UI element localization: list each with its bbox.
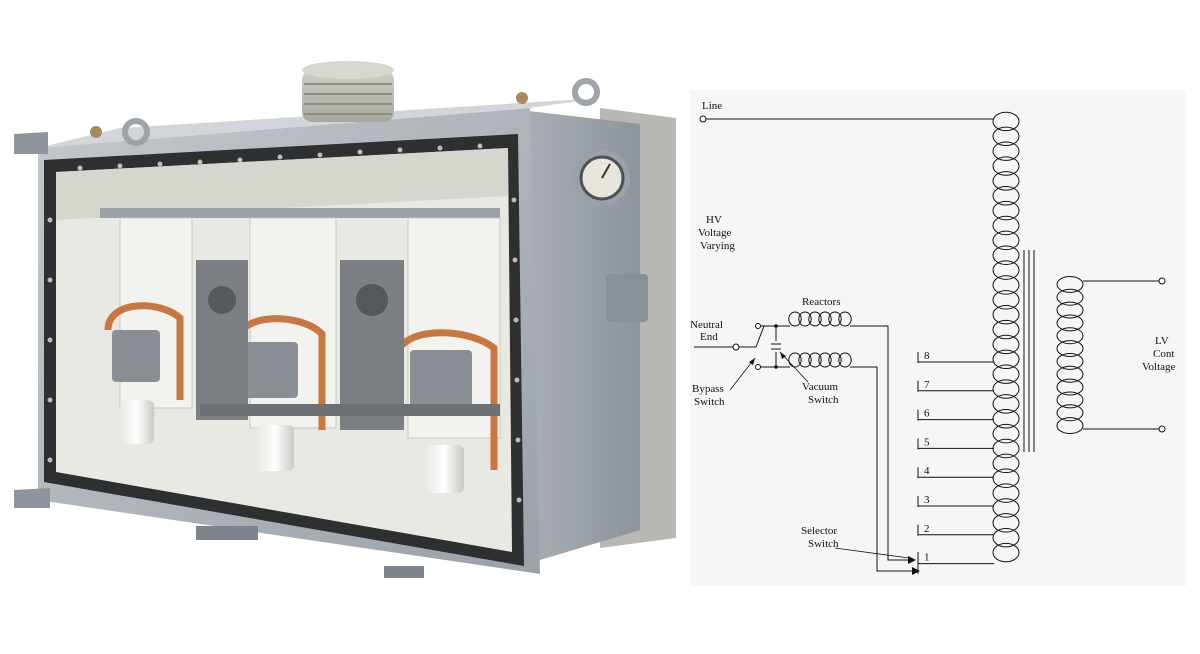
cabinet-side xyxy=(520,110,640,566)
reactors-label: Reactors xyxy=(802,296,840,308)
tap-number-7: 7 xyxy=(924,379,930,391)
vacuum-label-1: Vacuum xyxy=(802,381,838,393)
lv-label-3: Voltage xyxy=(1142,361,1176,373)
selector-arrow-bottom xyxy=(912,567,920,575)
hv-label-2: Voltage xyxy=(698,227,732,239)
cabinet-top xyxy=(38,98,600,148)
hv-label-1: HV xyxy=(706,214,722,226)
tap-numbers: 8 7 6 5 4 3 2 1 xyxy=(924,350,930,564)
switch-module-1 xyxy=(104,217,193,444)
lv-label-1: LV xyxy=(1155,335,1169,347)
tap-number-5: 5 xyxy=(924,436,930,448)
tap-number-6: 6 xyxy=(924,408,930,420)
lv-terminal-top xyxy=(1158,277,1166,285)
bracket-top-left xyxy=(14,132,48,154)
bypass-label-2: Switch xyxy=(694,396,725,408)
bypass-label-1: Bypass xyxy=(692,383,724,395)
reactor-lead-top xyxy=(850,325,908,561)
bypass-switch-blade xyxy=(755,325,765,348)
hv-winding-coil xyxy=(992,111,1020,563)
vent-cap xyxy=(302,61,394,122)
selector-label-2: Switch xyxy=(808,538,839,550)
reactor-coil-bottom xyxy=(788,352,852,368)
gauge-icon xyxy=(574,150,630,206)
lv-label-2: Cont xyxy=(1153,348,1174,360)
tap-number-2: 2 xyxy=(924,523,930,535)
lv-winding-coil xyxy=(1056,275,1084,435)
tap-number-8: 8 xyxy=(924,350,930,362)
vacuum-pointer xyxy=(779,351,809,383)
hv-label-3: Varying xyxy=(700,240,735,252)
line-label: Line xyxy=(702,100,722,112)
lifting-eye-left xyxy=(122,118,150,146)
line-terminal xyxy=(699,115,707,123)
tap-changer-photo xyxy=(14,61,676,578)
reactor-lead-bottom xyxy=(850,366,912,572)
tap-changer-schematic: Line 8 7 6 5 4 3 2 1 xyxy=(690,90,1186,586)
neutral-label-2: End xyxy=(700,331,718,343)
neutral-label-1: Neutral xyxy=(690,319,723,331)
switch-module-2 xyxy=(232,217,337,471)
selector-arrow-top xyxy=(908,556,916,564)
lv-terminal-bottom xyxy=(1158,425,1166,433)
side-junction-box xyxy=(606,274,648,322)
tap-number-3: 3 xyxy=(924,494,930,506)
transformer-core xyxy=(1023,250,1035,452)
neutral-terminal xyxy=(732,343,740,351)
bracket-bottom-left xyxy=(14,488,50,508)
selector-label-1: Selector xyxy=(801,525,837,537)
vacuum-label-2: Switch xyxy=(808,394,839,406)
gasket-bolts xyxy=(47,143,522,503)
tap-number-4: 4 xyxy=(924,465,930,477)
lifting-eye-right xyxy=(572,78,600,106)
tap-number-1: 1 xyxy=(924,552,930,564)
reactor-coil-top xyxy=(788,311,852,327)
